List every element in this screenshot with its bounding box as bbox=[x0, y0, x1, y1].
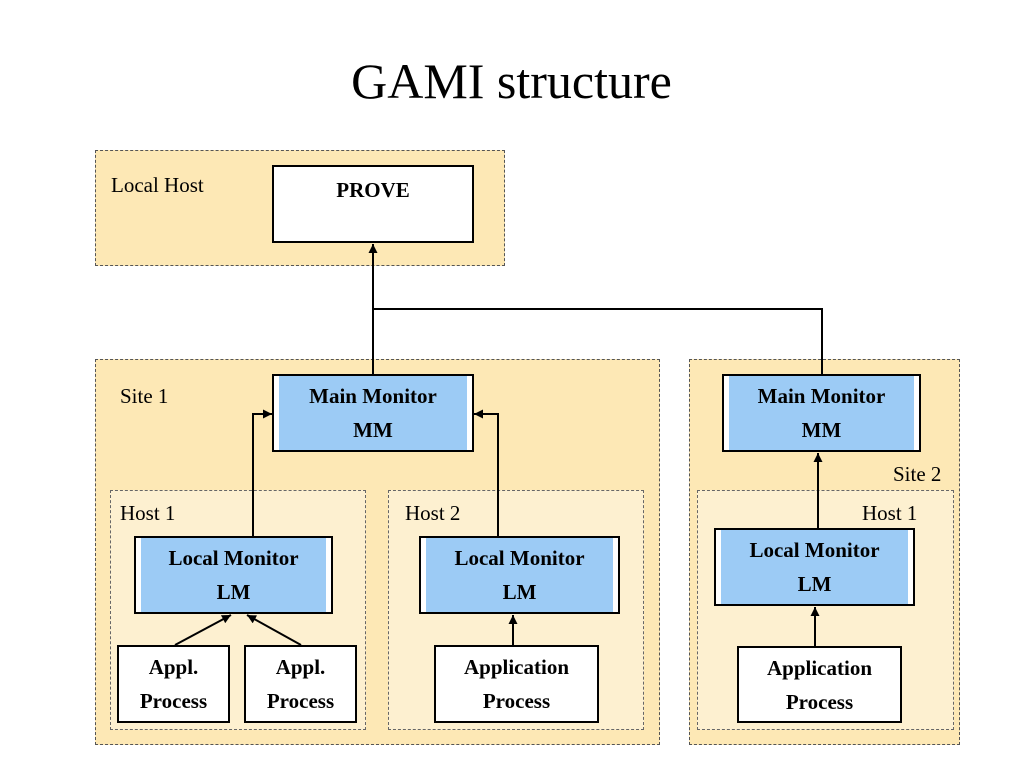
site-2-main-monitor: Main Monitor MM bbox=[722, 374, 921, 452]
host-1-lm-to-mm-arrow bbox=[252, 409, 272, 536]
process-line-1: Application bbox=[766, 655, 873, 680]
site-1-host-2-label: Host 2 bbox=[405, 501, 461, 525]
host-2-lm-to-mm-arrow bbox=[474, 409, 499, 536]
local-monitor-title: Local Monitor bbox=[168, 546, 299, 570]
process-line-2: Process bbox=[482, 689, 551, 713]
process-line-2: Process bbox=[785, 689, 854, 714]
process-2-to-lm-arrow bbox=[246, 614, 302, 646]
process-line-1: Application bbox=[463, 655, 570, 679]
site-1-host-1-label: Host 1 bbox=[120, 501, 176, 525]
main-monitor-abbr: MM bbox=[801, 418, 842, 442]
process-1-to-lm-arrow bbox=[174, 614, 232, 646]
site-2-mm-link bbox=[373, 308, 823, 374]
local-host-label: Local Host bbox=[111, 173, 204, 197]
site-1-host-1-process-2: Appl. Process bbox=[244, 645, 357, 723]
local-monitor-abbr: LM bbox=[797, 572, 832, 596]
site-2-host-1-local-monitor: Local Monitor LM bbox=[714, 528, 915, 606]
site-1-label: Site 1 bbox=[120, 384, 169, 408]
main-monitor-abbr: MM bbox=[353, 418, 393, 442]
site-2-host-1-label: Host 1 bbox=[862, 501, 918, 525]
process-line-1: Appl. bbox=[148, 655, 199, 679]
process-line-2: Process bbox=[139, 689, 208, 713]
site-1-host-2-process: Application Process bbox=[434, 645, 599, 723]
local-monitor-title: Local Monitor bbox=[454, 546, 585, 570]
prove-box: PROVE bbox=[272, 165, 474, 243]
process-line-2: Process bbox=[266, 689, 335, 713]
site-2-host-1-process: Application Process bbox=[737, 646, 902, 723]
main-monitor-title: Main Monitor bbox=[309, 384, 437, 408]
local-monitor-abbr: LM bbox=[216, 580, 251, 604]
main-monitor-title: Main Monitor bbox=[757, 384, 886, 408]
site-1-host-2-local-monitor: Local Monitor LM bbox=[419, 536, 620, 614]
local-monitor-abbr: LM bbox=[502, 580, 537, 604]
site-1-main-monitor: Main Monitor MM bbox=[272, 374, 474, 452]
slide-title: GAMI structure bbox=[351, 53, 672, 109]
local-monitor-title: Local Monitor bbox=[749, 538, 880, 562]
site-1-host-1-local-monitor: Local Monitor LM bbox=[134, 536, 333, 614]
site-2-label: Site 2 bbox=[893, 462, 942, 486]
site-1-host-1-process-1: Appl. Process bbox=[117, 645, 230, 723]
prove-label: PROVE bbox=[336, 178, 410, 202]
process-line-1: Appl. bbox=[275, 655, 326, 679]
